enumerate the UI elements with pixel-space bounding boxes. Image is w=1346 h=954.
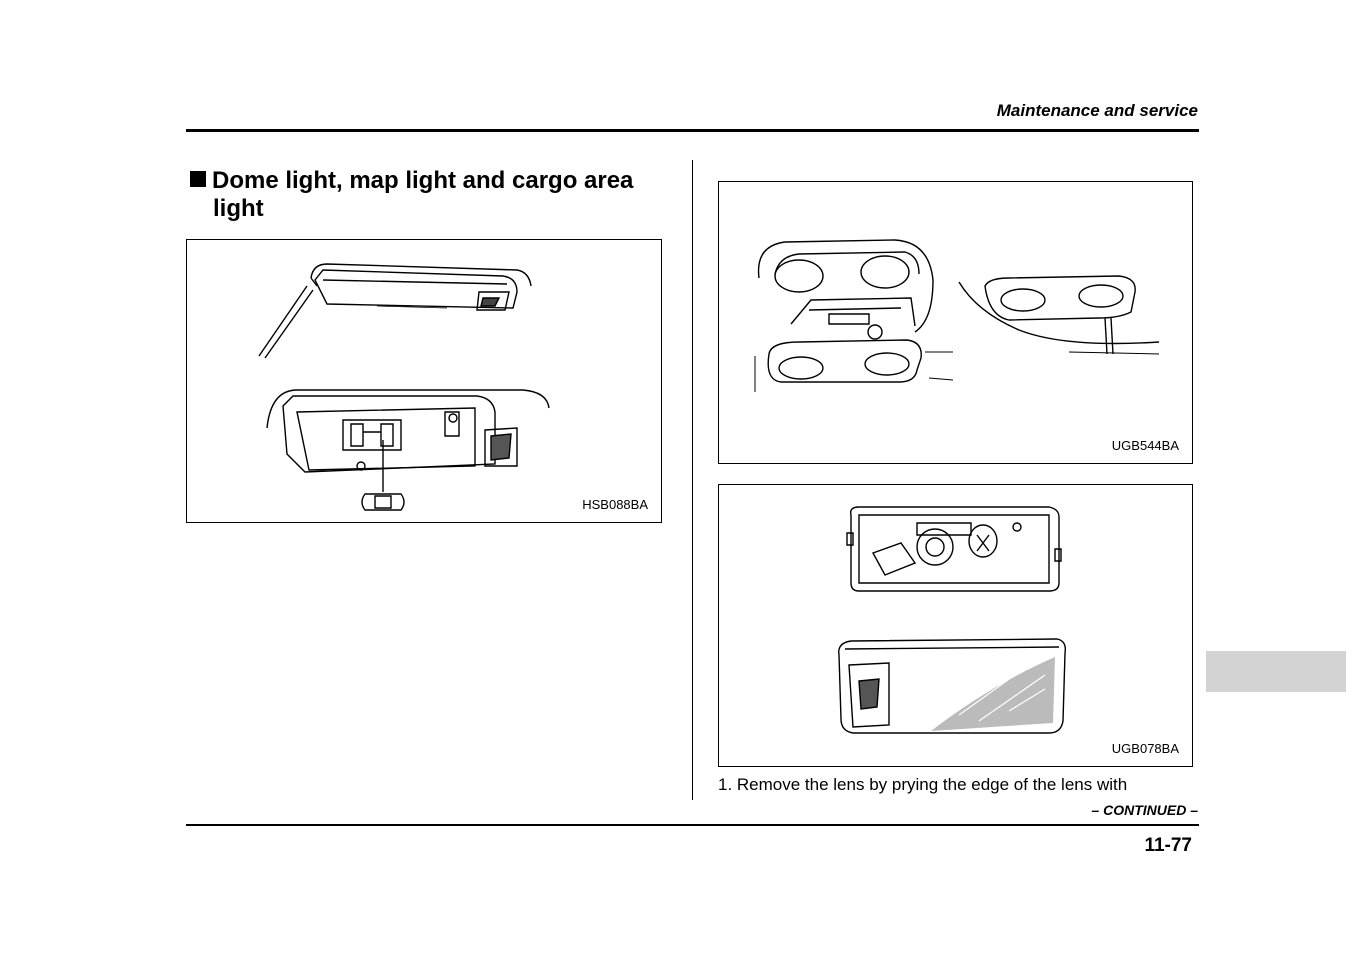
bottom-rule — [186, 824, 1199, 826]
continued-label: – CONTINUED – — [1091, 802, 1198, 818]
figure-code: HSB088BA — [582, 497, 648, 512]
figure-code: UGB544BA — [1111, 438, 1179, 453]
chapter-tab — [1206, 651, 1346, 692]
section-title-line1: Dome light, map light and cargo area — [212, 167, 634, 194]
section-bullet-icon — [190, 171, 206, 187]
figure-cargo-area-light: UGB078BA — [718, 484, 1193, 767]
top-rule — [186, 129, 1199, 132]
section-title: Dome light, map light and cargo area lig… — [190, 167, 660, 223]
instruction-step-1: 1. Remove the lens by prying the edge of… — [718, 775, 1128, 794]
header-title: Maintenance and service — [996, 101, 1198, 120]
figure-dome-light: HSB088BA — [186, 239, 662, 523]
column-divider — [692, 160, 693, 800]
section-title-line2: light — [213, 195, 264, 222]
figure-map-light: UGB544BA — [718, 181, 1193, 464]
dome-light-illustration — [258, 263, 550, 511]
figure-code: UGB078BA — [1111, 741, 1179, 756]
page-number: 11-77 — [1144, 835, 1192, 856]
map-light-illustration — [754, 239, 1160, 392]
cargo-light-illustration — [838, 506, 1067, 734]
